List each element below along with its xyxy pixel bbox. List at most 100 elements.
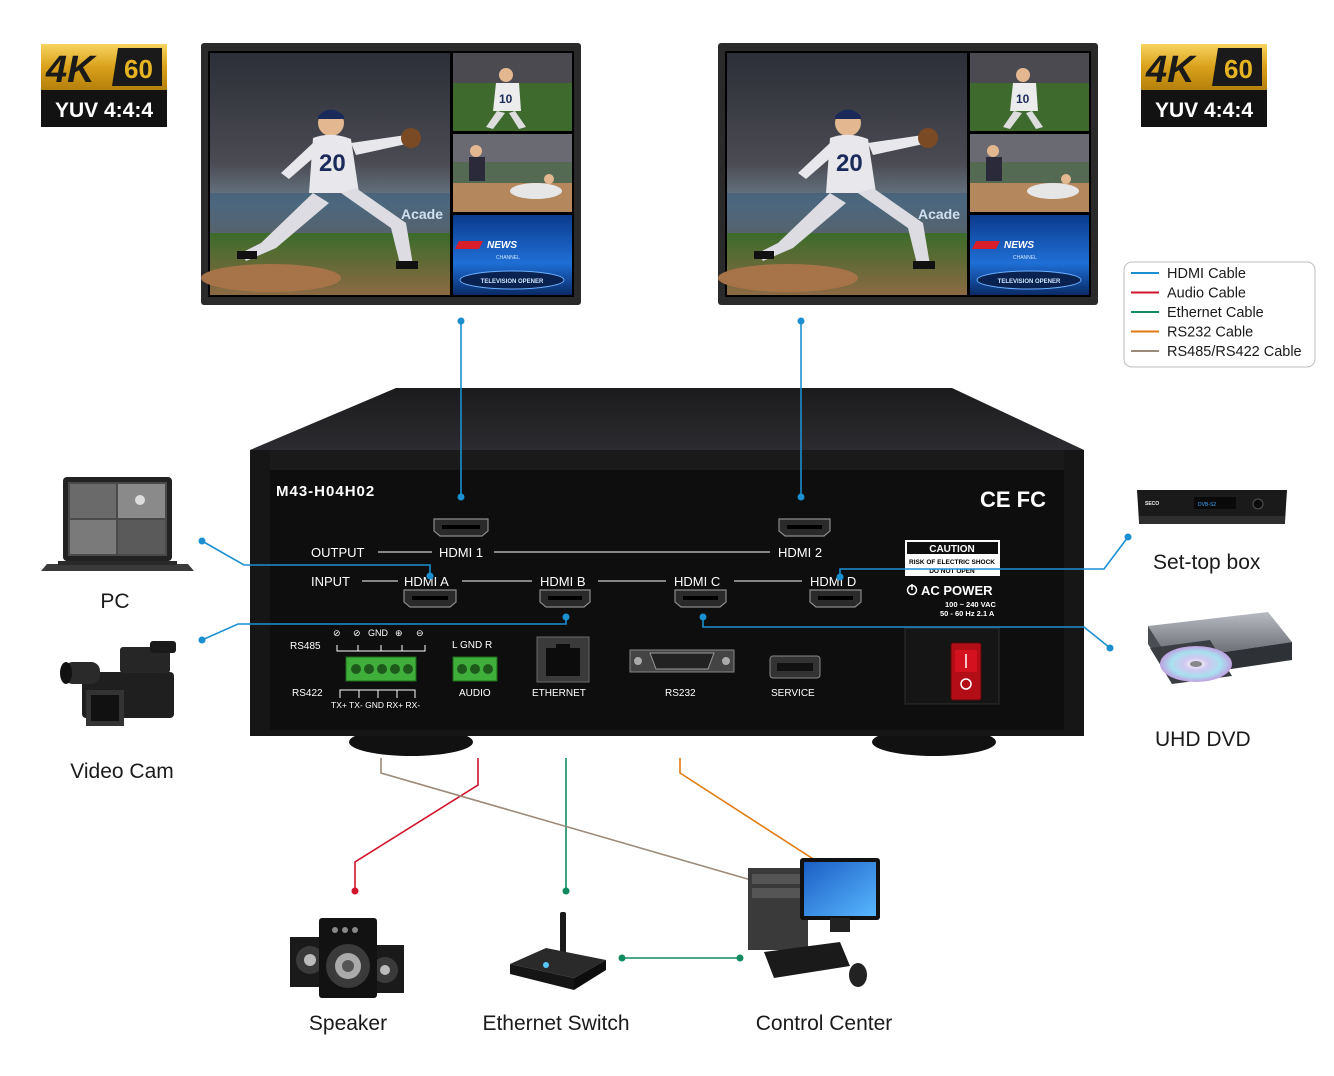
rs485-terminal-block[interactable]	[345, 656, 417, 682]
badge-color-format-text: YUV 4:4:4	[1155, 99, 1253, 122]
stb-display: DVB-S2	[1198, 502, 1216, 508]
jersey-number: 20	[319, 150, 346, 177]
legend-item-label: HDMI Cable	[1167, 266, 1246, 282]
hdmi-out-1-port[interactable]	[433, 518, 489, 537]
pitcher-figure: 20	[237, 109, 421, 269]
badge-res-text: 4K	[1145, 49, 1197, 91]
hdmi-in-a-label: HDMI A	[404, 574, 449, 589]
hdmi-in-b-label: HDMI B	[540, 574, 586, 589]
hdmi-in-d-port[interactable]	[809, 589, 862, 608]
badge-4k60-right: 4K 60 YUV 4:4:4	[1141, 44, 1267, 127]
set-top-box-label: Set-top box	[1153, 551, 1261, 574]
uhd-dvd-label: UHD DVD	[1155, 728, 1251, 751]
tile-jersey-number: 10	[1016, 92, 1030, 106]
badge-color-format-text: YUV 4:4:4	[55, 99, 153, 122]
rs485-pin-labels: ⊘ ⊘ GND ⊕ ⊖	[333, 628, 424, 638]
hdmi-cable-uhd-dvd	[702, 617, 1111, 649]
legend-item-label: Audio Cable	[1167, 286, 1246, 302]
rs422-pin-labels: TX+ TX- GND RX+ RX-	[331, 700, 420, 710]
hdmi-in-b-port[interactable]	[539, 589, 591, 608]
badge-fps-text: 60	[124, 54, 153, 84]
ac-power-frequency: 50 - 60 Hz 2.1 A	[940, 609, 995, 618]
monitor-right: Acade 20 10 NEWS	[718, 43, 1098, 305]
ad-board-text: Acade	[401, 206, 443, 222]
channel-label: CHANNEL	[496, 255, 520, 261]
ac-power-voltage: 100 ~ 240 VAC	[945, 600, 997, 609]
news-ticker: TELEVISION OPENER	[481, 279, 544, 285]
ethernet-switch-icon	[510, 912, 606, 990]
hdmi-out-2-port[interactable]	[778, 518, 831, 537]
audio-pin-labels: L GND R	[452, 640, 492, 651]
uhd-dvd-player-icon	[1148, 612, 1292, 684]
hdmi-cable-set-top-box	[839, 536, 1129, 577]
rs485-pin-2: ⊘	[353, 628, 361, 638]
certification-marks: CE FC	[980, 487, 1046, 512]
ethernet-switch-label: Ethernet Switch	[482, 1012, 629, 1035]
service-usb-port[interactable]	[769, 655, 821, 679]
pc-label: PC	[100, 590, 129, 613]
rs232-cable	[679, 758, 853, 885]
hdmi-in-d-label: HDMI D	[810, 574, 856, 589]
ac-power-title: AC POWER	[921, 583, 993, 598]
pc-laptop-icon	[41, 477, 194, 571]
legend-item-label: Ethernet Cable	[1167, 305, 1264, 321]
output-label: OUTPUT	[311, 545, 365, 560]
legend-item-label: RS232 Cable	[1167, 325, 1253, 341]
channel-label: CHANNEL	[1013, 255, 1037, 261]
video-cam-icon	[60, 641, 176, 726]
badge-4k60-left: 4K 60 YUV 4:4:4	[41, 44, 167, 127]
ad-board-text: Acade	[918, 206, 960, 222]
audio-label: AUDIO	[459, 688, 491, 699]
stb-brand: SECO	[1145, 501, 1159, 507]
hdmi-in-c-port[interactable]	[674, 589, 727, 608]
speaker-icon	[290, 918, 404, 998]
power-info: AC POWER 100 ~ 240 VAC 50 - 60 Hz 2.1 A	[906, 583, 997, 618]
cable-lines	[201, 321, 1129, 959]
ethernet-label: ETHERNET	[532, 688, 586, 699]
news-ticker: TELEVISION OPENER	[998, 279, 1061, 285]
rs485-pin-3: GND	[368, 628, 389, 638]
hdmi-cable-pc	[201, 540, 431, 576]
pitcher-figure: 20	[754, 109, 938, 269]
service-label: SERVICE	[771, 688, 815, 699]
audio-terminal-block[interactable]	[452, 656, 498, 682]
badge-fps-text: 60	[1224, 54, 1253, 84]
news-label: NEWS	[487, 240, 517, 251]
hdmi-out-2-label: HDMI 2	[778, 545, 822, 560]
cable-endpoints	[198, 317, 1132, 962]
jersey-number: 20	[836, 150, 863, 177]
caution-line1: RISK OF ELECTRIC SHOCK	[909, 559, 995, 566]
news-label: NEWS	[1004, 240, 1034, 251]
rs485-pin-5: ⊖	[416, 628, 424, 638]
caution-title: CAUTION	[929, 544, 975, 555]
legend-item-label: RS485/RS422 Cable	[1167, 344, 1302, 360]
rs485-label: RS485	[290, 641, 321, 652]
matrix-switcher-device: M43-H04H02 CE FC OUTPUT HDMI 1 HDMI 2 IN…	[250, 388, 1084, 756]
rs232-label: RS232	[665, 688, 696, 699]
rs485-pin-1: ⊘	[333, 628, 341, 638]
set-top-box-icon: SECO DVB-S2	[1137, 490, 1287, 524]
caution-label: CAUTION RISK OF ELECTRIC SHOCK DO NOT OP…	[905, 540, 1000, 576]
hdmi-in-a-port[interactable]	[403, 589, 457, 608]
hdmi-in-c-label: HDMI C	[674, 574, 720, 589]
control-center-computer-icon	[748, 858, 880, 987]
hdmi-out-1-label: HDMI 1	[439, 545, 483, 560]
rs422-label: RS422	[292, 688, 323, 699]
model-label: M43-H04H02	[276, 483, 375, 500]
control-center-label: Control Center	[756, 1012, 893, 1035]
monitor-left: Acade 20 10	[201, 43, 581, 305]
speaker-label: Speaker	[309, 1012, 387, 1035]
caution-line2: DO NOT OPEN	[929, 568, 975, 575]
power-switch[interactable]	[950, 642, 982, 701]
tile-jersey-number: 10	[499, 92, 513, 106]
input-label: INPUT	[311, 574, 350, 589]
audio-cable	[354, 758, 479, 891]
rs485-pin-4: ⊕	[395, 628, 403, 638]
rs485-cable	[380, 758, 766, 885]
video-cam-label: Video Cam	[70, 760, 174, 783]
ethernet-port[interactable]	[536, 636, 590, 683]
rs232-port[interactable]	[629, 649, 735, 673]
badge-res-text: 4K	[45, 49, 97, 91]
